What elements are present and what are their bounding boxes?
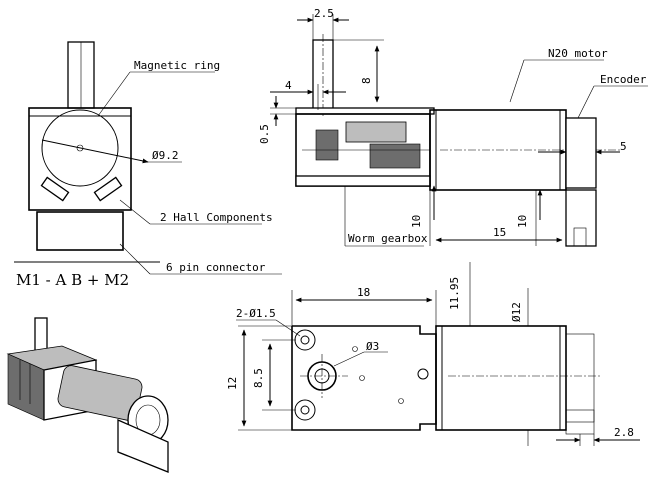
dim-encoder-offset: 5 [620, 140, 627, 153]
dim-motor-offset: 11.95 [448, 277, 461, 310]
dim-motor-dia: Ø12 [510, 302, 523, 322]
dim-shaft-flat: 4 [285, 79, 292, 92]
magnetic-ring [41, 109, 119, 187]
front-housing [28, 107, 132, 211]
front-view: Magnetic ring Ø9.2 2 Hall Components 6 p… [14, 41, 282, 289]
motor-label: N20 motor [548, 47, 608, 60]
dim-shaft-height: 8 [360, 77, 373, 84]
diameter-label: Ø9.2 [152, 149, 179, 162]
dim-tab: 2.8 [614, 426, 634, 439]
dim-hole-spacing: 8.5 [252, 368, 265, 388]
gear-upper [345, 121, 407, 143]
pinout-label: M1 - A B + M2 [16, 271, 129, 289]
hall-sensor-left [40, 176, 70, 202]
isometric-view [6, 317, 169, 473]
side-connector [565, 189, 597, 247]
top-plate [295, 107, 435, 115]
magnetic-ring-label: Magnetic ring [134, 59, 220, 72]
mount-hole-bottom [294, 399, 316, 421]
dim-height: 12 [226, 377, 239, 390]
gear-lower [369, 143, 421, 169]
encoder-label: Encoder [600, 73, 647, 86]
side-view: 2.5 4 8 0.5 5 10 10 15 N20 motor [258, 7, 648, 247]
dim-motor-height: 10 [516, 215, 529, 228]
mount-hole-top [294, 329, 316, 351]
connector-label: 6 pin connector [166, 261, 266, 274]
dim-holes: 2-Ø1.5 [236, 307, 276, 320]
dim-bore: Ø3 [366, 340, 379, 353]
dim-gearbox-height: 10 [410, 215, 423, 228]
dim-plate: 0.5 [258, 124, 271, 144]
bottom-motor [435, 325, 567, 431]
bottom-view: 18 11.95 Ø12 2-Ø1.5 Ø3 8.5 12 2.8 [226, 262, 640, 446]
dim-length: 18 [357, 286, 370, 299]
dim-motor-length: 15 [493, 226, 506, 239]
worm-gear [315, 129, 339, 161]
hall-label: 2 Hall Components [160, 211, 273, 224]
hall-sensor-right [93, 176, 123, 202]
iso-connector [117, 419, 169, 473]
front-connector [36, 211, 124, 251]
bottom-encoder [565, 333, 595, 423]
encoder-board [565, 117, 597, 189]
gearbox-label: Worm gearbox [348, 232, 428, 245]
dim-shaft-width: 2.5 [314, 7, 334, 20]
